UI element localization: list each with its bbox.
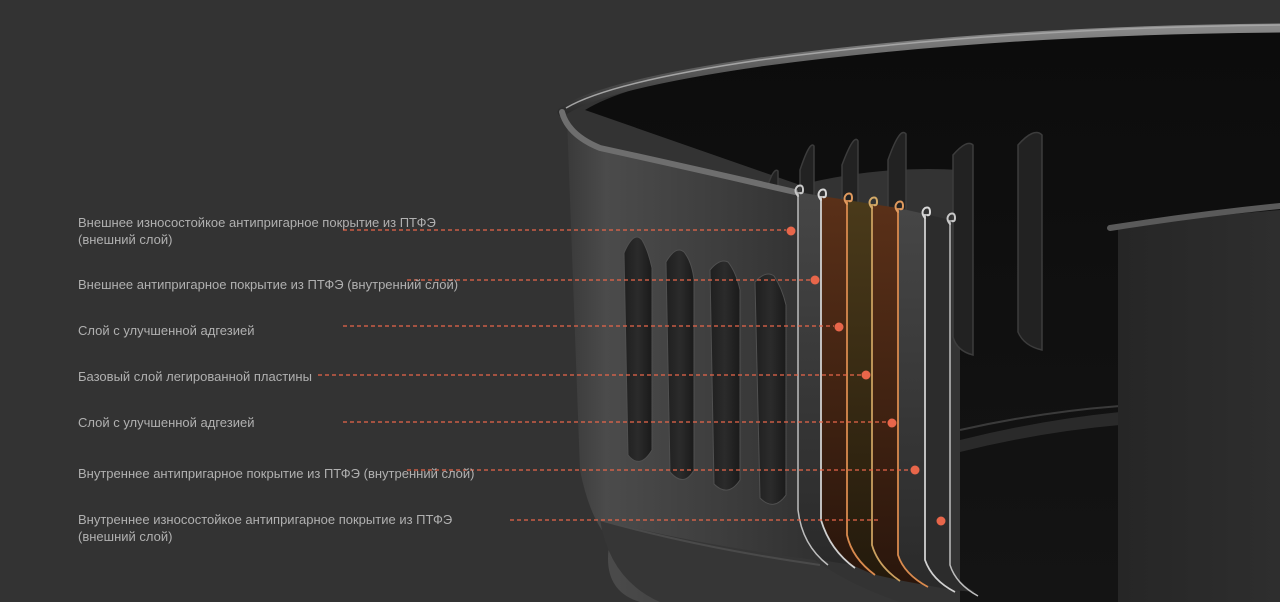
layer-label-3: Слой с улучшенной адгезией — [78, 322, 254, 339]
layer-label-7: Внутреннее износостойкое антипригарное п… — [78, 511, 452, 545]
layer-edge-4 — [871, 204, 901, 582]
leader-lines — [318, 229, 910, 521]
layer-edge-6 — [924, 214, 956, 593]
layer-label-1-line2: (внешний слой) — [78, 232, 173, 247]
marker-dot-3 — [834, 322, 844, 332]
marker-dot-2 — [810, 275, 820, 285]
layer-label-2: Внешнее антипригарное покрытие из ПТФЭ (… — [78, 276, 458, 293]
right-wall-section — [1118, 210, 1280, 602]
coating-layers — [794, 184, 979, 597]
layer-label-4: Базовый слой легированной пластины — [78, 368, 312, 385]
layer-label-2-line1: Внешнее антипригарное покрытие из ПТФЭ (… — [78, 277, 459, 292]
layer-label-7-line1: Внутреннее износостойкое антипригарное п… — [78, 512, 453, 527]
pan-interior — [585, 30, 1280, 602]
layer-label-6: Внутреннее антипригарное покрытие из ПТФ… — [78, 465, 475, 482]
interior-ledge — [960, 412, 1120, 452]
pan-rim — [557, 23, 1280, 117]
layer-label-1: Внешнее износостойкое антипригарное покр… — [78, 214, 436, 248]
layer-edge-1 — [797, 192, 829, 566]
layer-label-3-line1: Слой с улучшенной адгезией — [78, 323, 255, 338]
layer-label-5: Слой с улучшенной адгезией — [78, 414, 254, 431]
layer-edge-7 — [949, 220, 979, 597]
marker-dot-4 — [861, 370, 871, 380]
pan-base — [600, 520, 900, 602]
marker-dot-1 — [786, 226, 796, 236]
layer-label-4-line1: Базовый слой легированной пластины — [78, 369, 312, 384]
layer-label-6-line1: Внутреннее антипригарное покрытие из ПТФ… — [78, 466, 475, 481]
layer-label-7-line2: (внешний слой) — [78, 529, 173, 544]
layer-edge-5 — [897, 208, 929, 588]
layer-label-1-line1: Внешнее износостойкое антипригарное покр… — [78, 215, 436, 230]
marker-dots — [786, 226, 946, 526]
layer-label-5-line1: Слой с улучшенной адгезией — [78, 415, 255, 430]
marker-dot-6 — [910, 465, 920, 475]
marker-dot-5 — [887, 418, 897, 428]
layer-edge-3 — [846, 200, 876, 576]
marker-dot-7 — [936, 516, 946, 526]
